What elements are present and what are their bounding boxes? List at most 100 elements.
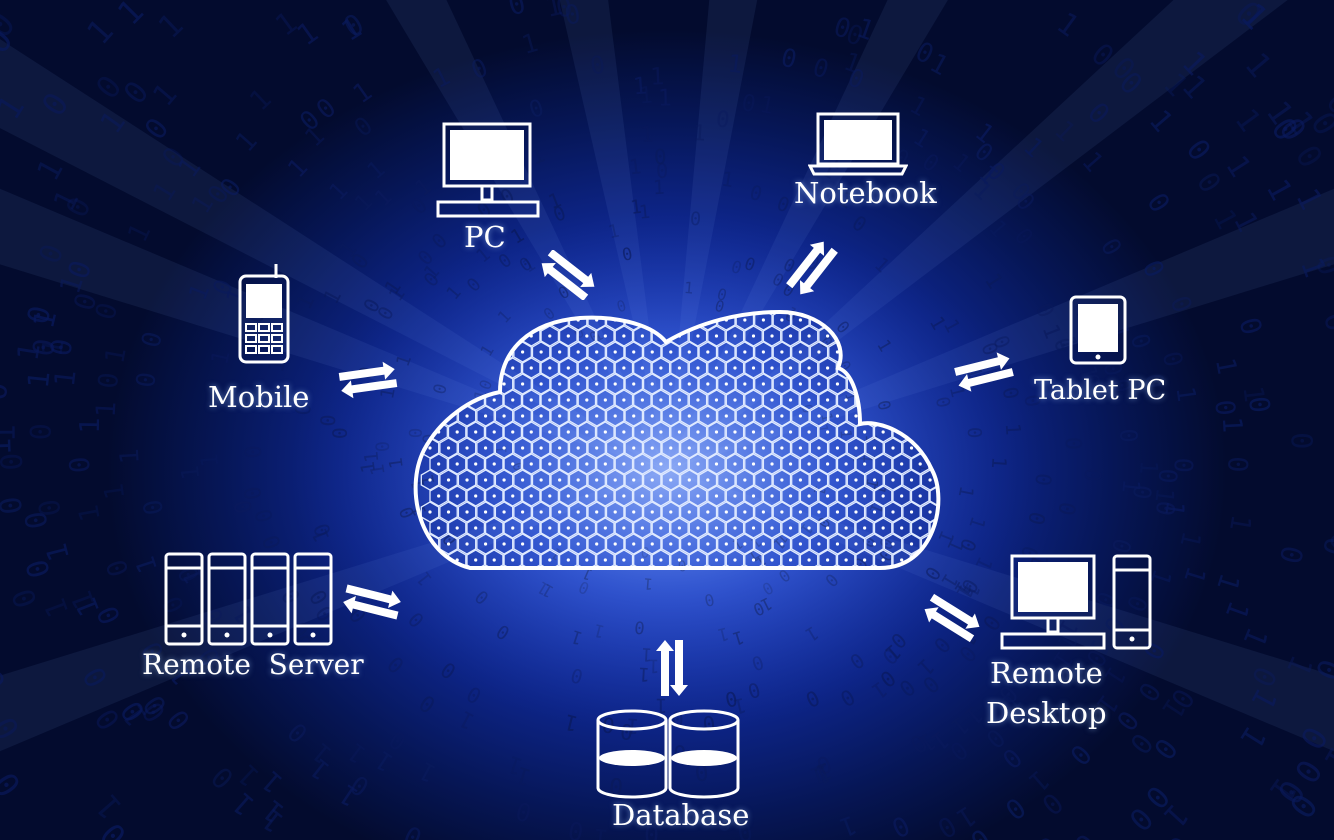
cloud-hexagon-cell (614, 389, 634, 411)
cloud-hexagon-dot (622, 334, 626, 338)
cloud-hexagon-cell (540, 357, 560, 379)
binary-digit: 0 (654, 145, 667, 169)
cloud-hexagon-dot (502, 318, 506, 322)
cloud-hexagon-dot (993, 398, 996, 401)
binary-digit: 0 (240, 484, 268, 502)
cloud-hexagon-cell (577, 517, 597, 539)
cloud-hexagon-cell (949, 518, 966, 538)
cloud-hexagon-dot (502, 542, 506, 546)
cloud-hexagon-cell (810, 630, 827, 650)
cloud-hexagon-cell (494, 533, 514, 555)
cloud-hexagon-cell (781, 453, 800, 475)
cloud-hexagon-cell (744, 389, 763, 411)
cloud-hexagon-cell (708, 582, 725, 602)
cloud-hexagon-cell (421, 598, 438, 618)
binary-digit: 0 (566, 815, 586, 840)
cloud-hexagon-cell (949, 454, 966, 474)
cloud-hexagon-cell (828, 501, 847, 523)
cloud-hexagon-dot (817, 574, 820, 577)
cloud-hexagon-dot (725, 638, 728, 641)
cloud-hexagon-dot (751, 526, 756, 530)
cloud-hexagon-dot (688, 574, 691, 577)
cloud-hexagon-dot (604, 590, 607, 593)
cloud-hexagon-dot (595, 478, 599, 482)
cloud-hexagon-cell (717, 469, 736, 491)
cloud-hexagon-dot (965, 478, 968, 481)
cloud-hexagon-dot (576, 414, 580, 418)
cloud-hexagon-cell (430, 582, 447, 602)
node-label-database: Database (612, 798, 750, 832)
cloud-hexagon-dot (1040, 318, 1043, 321)
cloud-hexagon-dot (743, 638, 746, 641)
cloud-hexagon-dot (733, 622, 736, 625)
cloud-hexagon-cell (846, 469, 866, 491)
binary-digit: 0 (1315, 534, 1334, 558)
cloud-hexagon-dot (984, 478, 987, 481)
cloud-hexagon-dot (446, 318, 451, 322)
cloud-hexagon-dot (567, 590, 570, 593)
cloud-hexagon-cell (725, 357, 745, 379)
cloud-hexagon-dot (780, 574, 783, 577)
cloud-hexagon-dot (437, 462, 441, 466)
cloud-hexagon-dot (483, 350, 488, 354)
cloud-hexagon-dot (465, 318, 469, 322)
cloud-hexagon-dot (872, 350, 877, 354)
cloud-hexagon-dot (788, 430, 793, 434)
cloud-hexagon-cell (754, 312, 773, 331)
cloud-hexagon-cell (670, 421, 689, 443)
cloud-hexagon-dot (918, 398, 922, 402)
cloud-hexagon-cell (855, 357, 874, 379)
cloud-hexagon-dot (493, 622, 496, 625)
cloud-hexagon-cell (642, 533, 662, 555)
cloud-hexagon-cell (781, 549, 800, 568)
binary-digit: 0 (778, 43, 799, 75)
cloud-hexagon-cell (614, 485, 634, 507)
cloud-hexagon-cell (838, 582, 855, 602)
cloud-hexagon-dot (854, 478, 858, 482)
cloud-hexagon-cell (744, 549, 763, 568)
cloud-hexagon-cell (476, 533, 495, 555)
cloud-hexagon-dot (881, 430, 885, 434)
cloud-hexagon-cell (523, 678, 540, 698)
cloud-hexagon-cell (504, 646, 521, 666)
cloud-hexagon-dot (909, 446, 914, 450)
cloud-hexagon-dot (603, 366, 607, 370)
cloud-hexagon-cell (1023, 518, 1040, 538)
cloud-hexagon-dot (891, 638, 894, 641)
cloud-hexagon-cell (967, 454, 984, 474)
cloud-hexagon-cell (605, 373, 625, 395)
cloud-hexagon-cell (558, 357, 578, 379)
cloud-hexagon-dot (548, 558, 552, 562)
binary-digit: 1 (638, 82, 654, 110)
cloud-hexagon-dot (706, 542, 710, 546)
cloud-hexagon-dot (882, 590, 885, 593)
cloud-hexagon-dot (632, 606, 635, 609)
cloud-hexagon-cell (568, 533, 588, 555)
cloud-hexagon-dot (873, 638, 876, 641)
cloud-hexagon-dot (788, 558, 793, 562)
cloud-hexagon-dot (910, 606, 913, 609)
cloud-hexagon-dot (566, 366, 570, 370)
cloud-hexagon-cell (977, 406, 994, 426)
cloud-hexagon-dot (751, 430, 756, 434)
cloud-hexagon-cell (875, 582, 892, 602)
cloud-hexagon-cell (551, 598, 568, 618)
cloud-hexagon-dot (965, 574, 968, 577)
cloud-hexagon-dot (974, 686, 977, 689)
cloud-hexagon-dot (566, 526, 570, 530)
cloud-hexagon-dot (659, 494, 663, 498)
cloud-hexagon-dot (844, 430, 848, 434)
binary-digit: 0 (241, 444, 268, 459)
binary-digit: 0 (1150, 499, 1181, 518)
cloud-hexagon-dot (428, 638, 431, 641)
cloud-hexagon-cell (698, 405, 718, 427)
cloud-hexagon-dot (529, 462, 533, 466)
cloud-hexagon-dot (502, 638, 505, 641)
cloud-hexagon-dot (733, 430, 737, 434)
cloud-hexagon-cell (986, 454, 1003, 474)
cloud-hexagon-cell (1004, 518, 1021, 538)
cloud-hexagon-cell (625, 662, 642, 682)
cloud-hexagon-cell (570, 662, 587, 682)
cloud-hexagon-cell (596, 357, 615, 379)
cloud-hexagon-dot (659, 590, 662, 593)
